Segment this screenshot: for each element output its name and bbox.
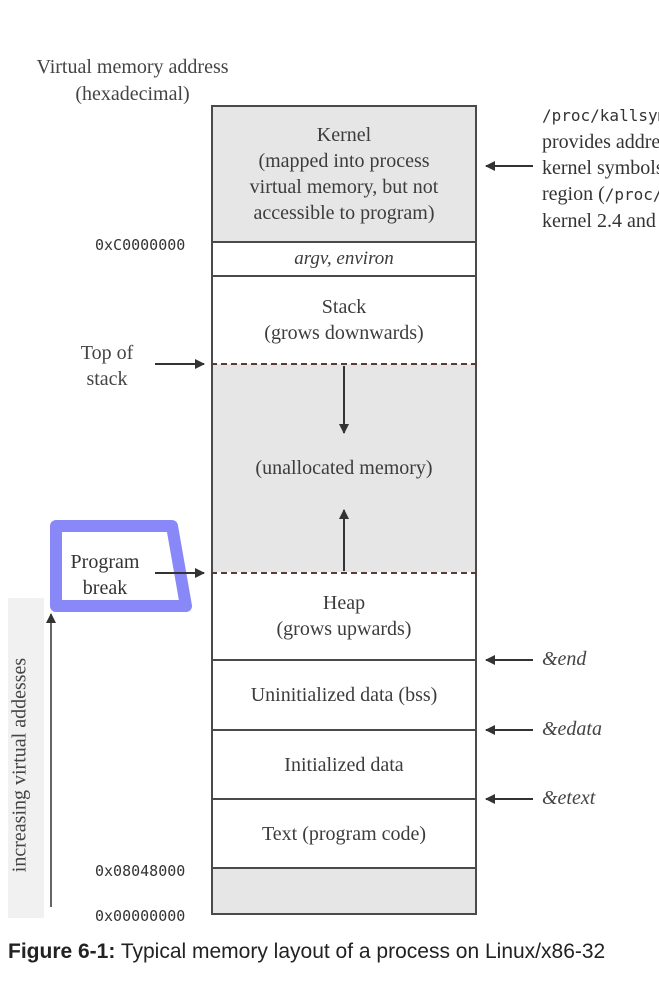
note-line-4: region (/proc/ksyms in: [542, 183, 659, 205]
edata-symbol: &edata: [542, 718, 602, 740]
figure-caption: Figure 6-1: Typical memory layout of a p…: [8, 940, 605, 964]
separator-kernel: [211, 241, 477, 243]
text-region: Text (program code): [211, 800, 477, 868]
end-symbol: &end: [542, 648, 587, 670]
etext-symbol: &etext: [542, 787, 596, 809]
separator-bss: [211, 729, 477, 731]
data-region: Initialized data: [211, 731, 477, 799]
heap-desc: (grows upwards): [276, 618, 412, 640]
stack-desc: (grows downwards): [264, 322, 424, 344]
unallocated-label: (unallocated memory): [255, 457, 433, 479]
heading-line-2: (hexadecimal): [75, 83, 190, 105]
address-column-heading: Virtual memory address (hexadecimal): [10, 54, 255, 108]
separator-data: [211, 798, 477, 800]
address-kernel-start: 0xC0000000: [95, 236, 186, 254]
separator-text: [211, 867, 477, 869]
kallsyms-note: /proc/kallsyms provides addresses of ker…: [542, 102, 659, 234]
heap-region: Heap (grows upwards): [211, 573, 477, 659]
address-zero: 0x00000000: [95, 907, 186, 925]
note-line-2: provides addresses of: [542, 131, 659, 153]
note-line-1: /proc/kallsyms: [542, 106, 659, 125]
heading-line-1: Virtual memory address: [36, 56, 229, 78]
kernel-desc-3: accessible to program): [253, 202, 435, 224]
program-break-highlight: [50, 520, 192, 612]
argv-label: argv, environ: [294, 248, 394, 269]
address-text-start: 0x08048000: [95, 862, 186, 880]
bss-region: Uninitialized data (bss): [211, 661, 477, 729]
kernel-desc-1: (mapped into process: [258, 150, 430, 172]
program-break-label: Program break: [70, 551, 140, 599]
kernel-desc-2: virtual memory, but not: [249, 176, 439, 198]
note-line-5: kernel 2.4 and earlier): [542, 210, 659, 232]
separator-heap: [211, 659, 477, 661]
program-break-line: [211, 572, 477, 574]
data-label: Initialized data: [284, 754, 404, 776]
top-of-stack-line: [211, 363, 477, 365]
argv-region: argv, environ: [211, 243, 477, 275]
separator-argv: [211, 275, 477, 277]
text-label: Text (program code): [261, 823, 427, 845]
heap-title: Heap: [322, 592, 366, 614]
axis-background: [8, 598, 44, 918]
kernel-title: Kernel: [316, 124, 372, 146]
top-of-stack-label: Top of stack: [80, 342, 134, 390]
caption-text: Typical memory layout of a process on Li…: [115, 940, 606, 963]
caption-label: Figure 6-1:: [8, 940, 116, 963]
stack-region: Stack (grows downwards): [211, 277, 477, 363]
note-line-3: kernel symbols in this: [542, 157, 659, 179]
stack-title: Stack: [321, 296, 367, 318]
memory-column: [211, 105, 477, 915]
bss-label: Uninitialized data (bss): [250, 684, 438, 706]
low-reserved-region: [211, 869, 477, 913]
kernel-region: Kernel (mapped into process virtual memo…: [211, 107, 477, 241]
